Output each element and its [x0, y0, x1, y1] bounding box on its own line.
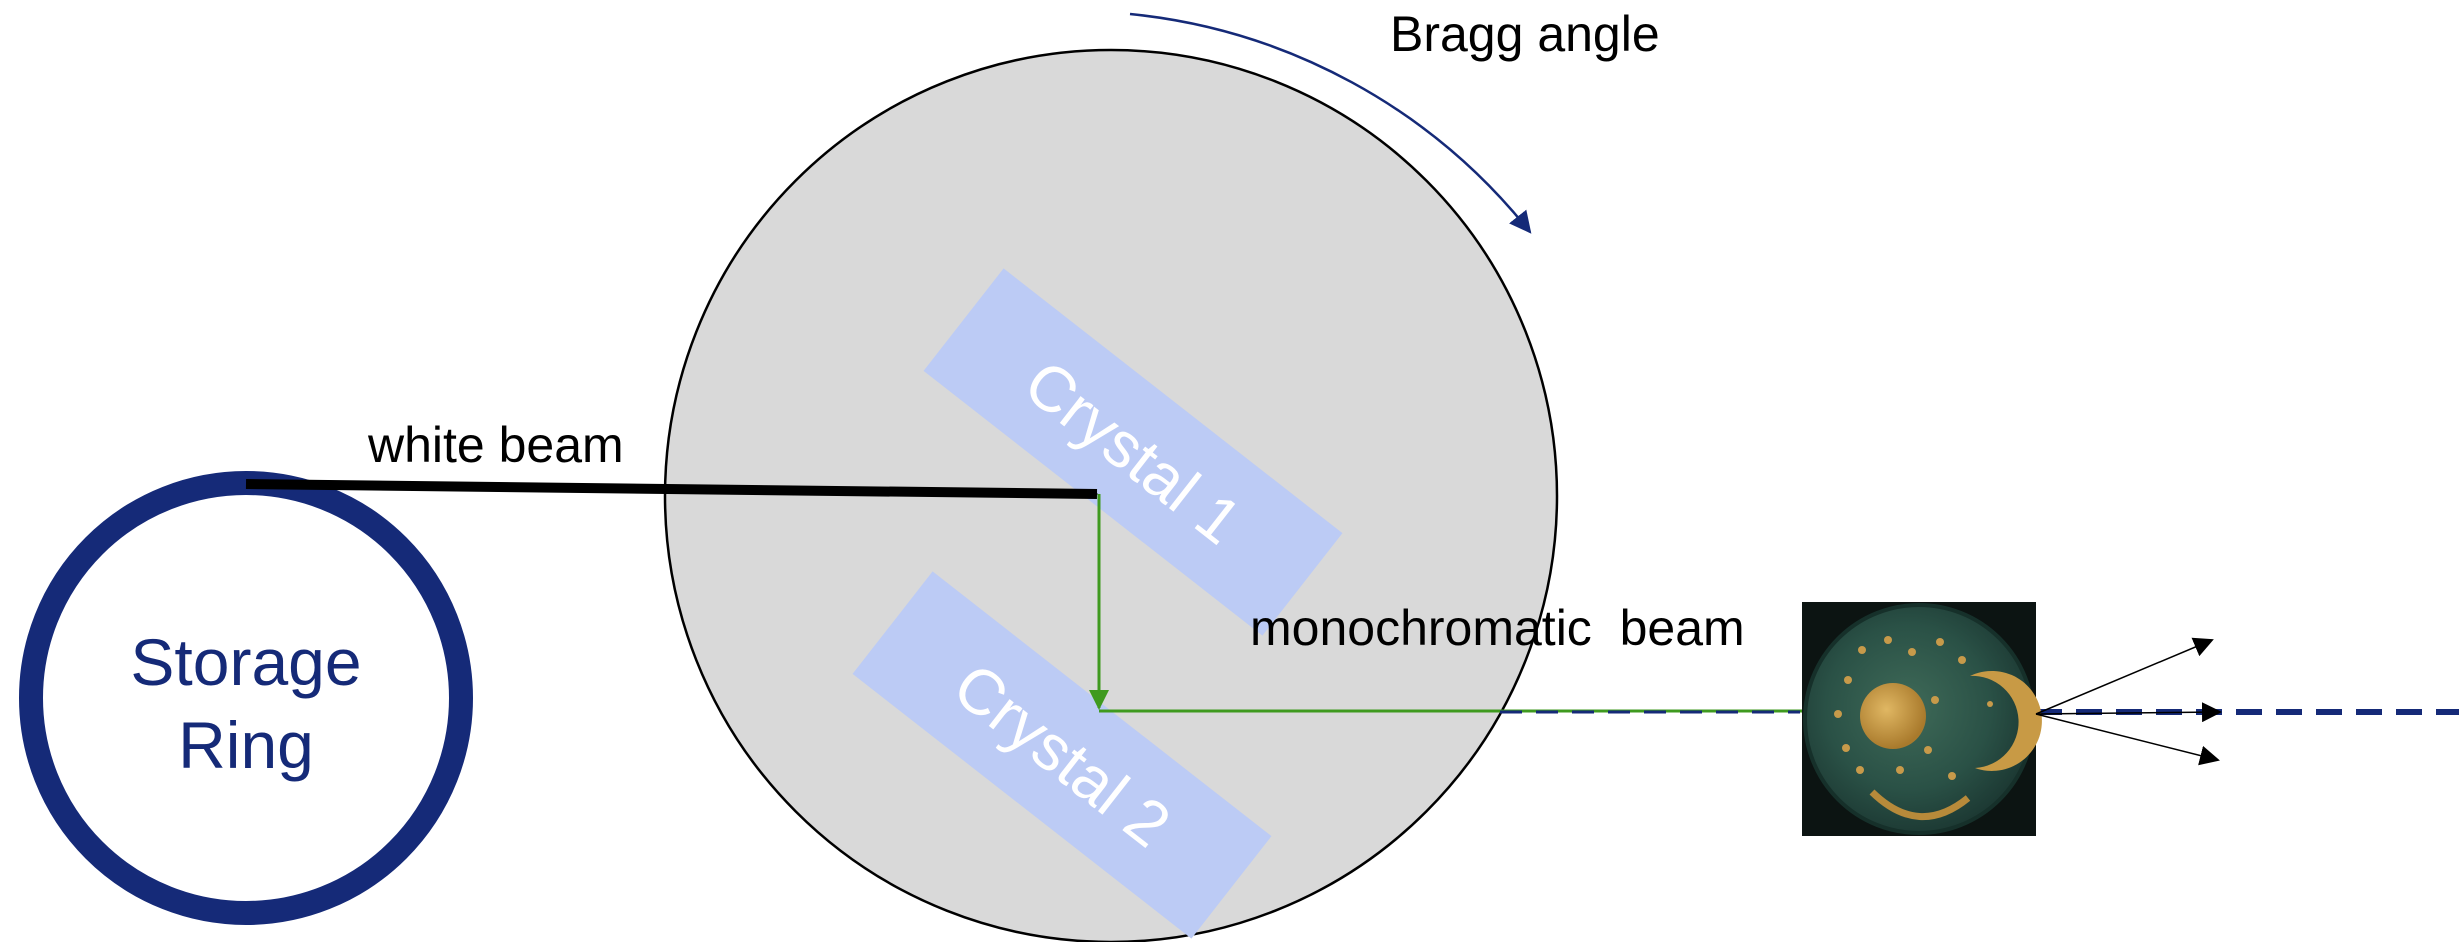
white-beam-label: white beam [367, 417, 624, 473]
sky-disc-sample-icon [1802, 602, 2042, 836]
transmitted-ray [2035, 702, 2222, 723]
storage-ring-label-line1: Storage [130, 625, 361, 699]
storage-ring [19, 471, 473, 925]
storage-ring-label-line2: Ring [178, 708, 314, 782]
scattered-ray-up [2035, 637, 2214, 715]
bragg-angle-label: Bragg angle [1390, 6, 1660, 62]
white-beam-arrow [245, 479, 1099, 499]
bragg-angle-arrow [1129, 12, 1532, 234]
monochromatic-beam-label: monochromatic beam [1250, 600, 1745, 656]
scattered-ray-down [2035, 713, 2220, 766]
